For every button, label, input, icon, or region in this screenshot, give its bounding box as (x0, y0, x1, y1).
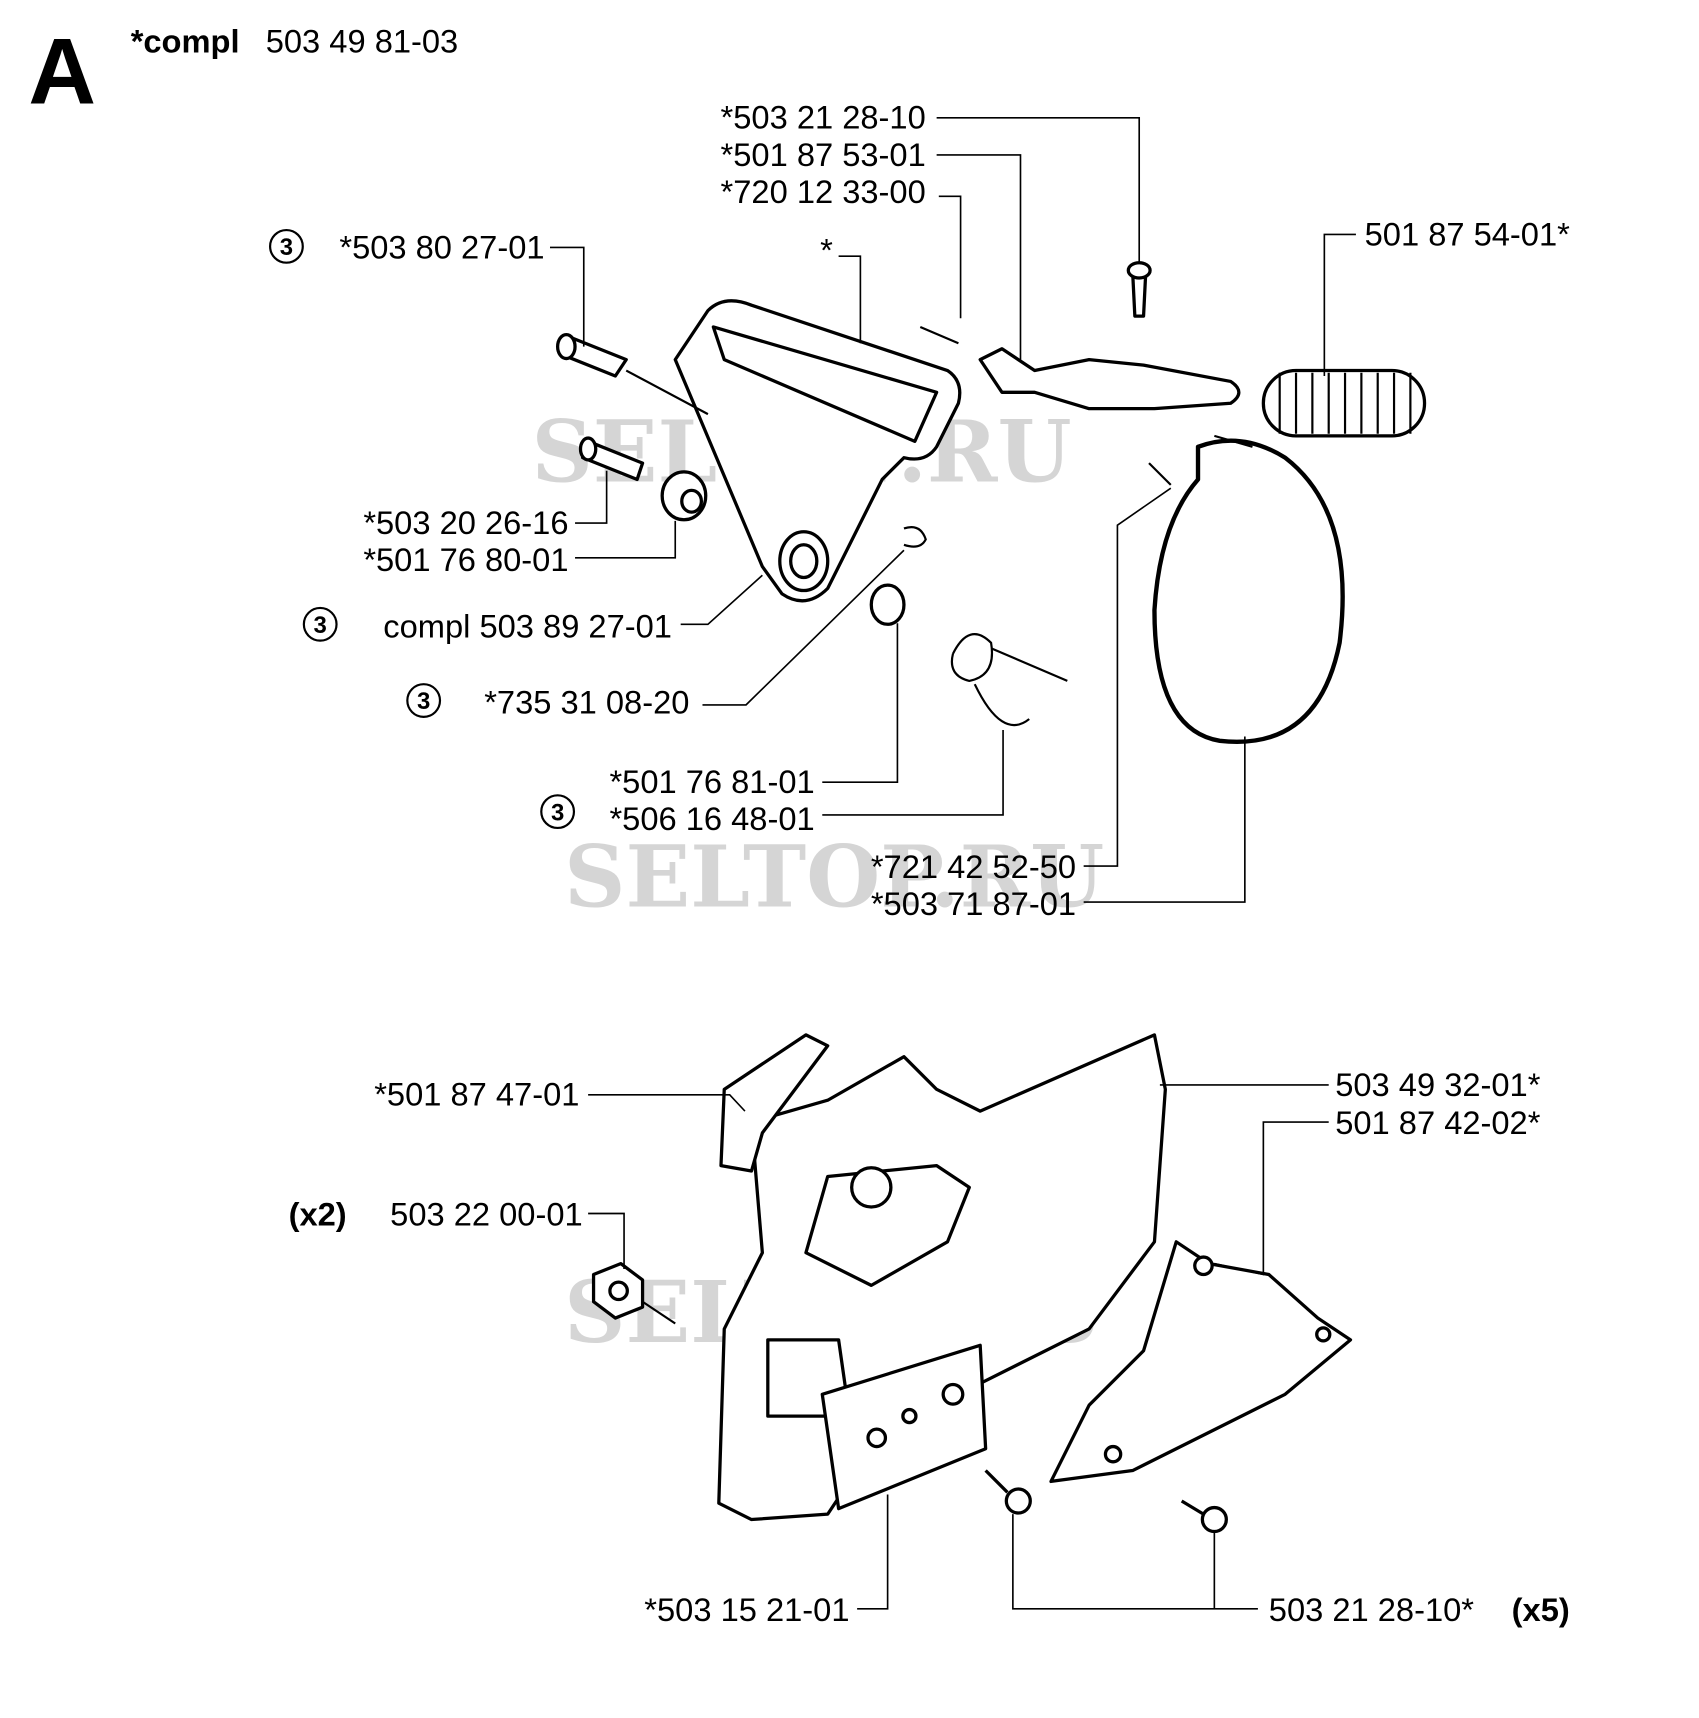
part-label: 503 49 32-01* (1335, 1066, 1540, 1103)
part-label: *721 42 52-50 (871, 848, 1076, 885)
part-label: *501 87 53-01 (721, 136, 926, 173)
callout-number: 3 (280, 234, 293, 261)
header-part-number: 503 49 81-03 (266, 23, 458, 60)
part-label: * (820, 232, 833, 269)
brake-handle-drawing (673, 299, 962, 603)
spring-coil-drawing (1261, 368, 1427, 438)
guide-plate-drawing (719, 1033, 830, 1173)
callout-circle-icon (540, 794, 576, 830)
clutch-cover-drawing (1049, 1240, 1353, 1484)
part-label: *720 12 33-00 (721, 173, 926, 210)
part-label: *503 80 27-01 (339, 228, 544, 265)
part-label: *503 71 87-01 (871, 885, 1076, 922)
part-label: *503 15 21-01 (644, 1591, 849, 1628)
lever-drawing (919, 261, 1241, 411)
header-prefix: *compl (131, 23, 240, 60)
part-label: *506 16 48-01 (609, 800, 814, 837)
callout-number: 3 (417, 688, 430, 715)
small-parts-drawing (869, 526, 1068, 727)
callout-circle-icon (302, 606, 338, 642)
side-plate-drawing (820, 1343, 988, 1511)
pin-drawing (555, 332, 709, 416)
part-label: *503 21 28-10 (721, 99, 926, 136)
screw-drawing (578, 436, 708, 522)
brake-band-drawing (1148, 434, 1345, 744)
screws-drawing (984, 1469, 1228, 1534)
part-label: 503 21 28-10* (1269, 1591, 1474, 1628)
part-label: 501 87 42-02* (1335, 1104, 1540, 1141)
quantity-label: (x2) (289, 1195, 347, 1232)
callout-circle-icon (406, 683, 442, 718)
callout-circle-icon (269, 228, 304, 264)
part-label: *735 31 08-20 (484, 684, 689, 721)
part-label: *501 87 47-01 (374, 1076, 579, 1113)
section-letter: A (28, 19, 96, 124)
leader-lines (549, 117, 1356, 1610)
quantity-label: (x5) (1512, 1591, 1570, 1628)
part-label: *501 76 81-01 (609, 763, 814, 800)
part-label: *501 76 80-01 (363, 541, 568, 578)
part-label: 503 22 00-01 (390, 1195, 582, 1232)
watermark: SELTOP.RU (564, 827, 1104, 927)
part-label: compl 503 89 27-01 (383, 607, 672, 644)
part-label: *503 20 26-16 (363, 504, 568, 541)
callout-number: 3 (314, 612, 327, 639)
callout-number: 3 (551, 799, 564, 826)
nut-drawing (591, 1261, 676, 1325)
part-label: 501 87 54-01* (1365, 215, 1570, 252)
